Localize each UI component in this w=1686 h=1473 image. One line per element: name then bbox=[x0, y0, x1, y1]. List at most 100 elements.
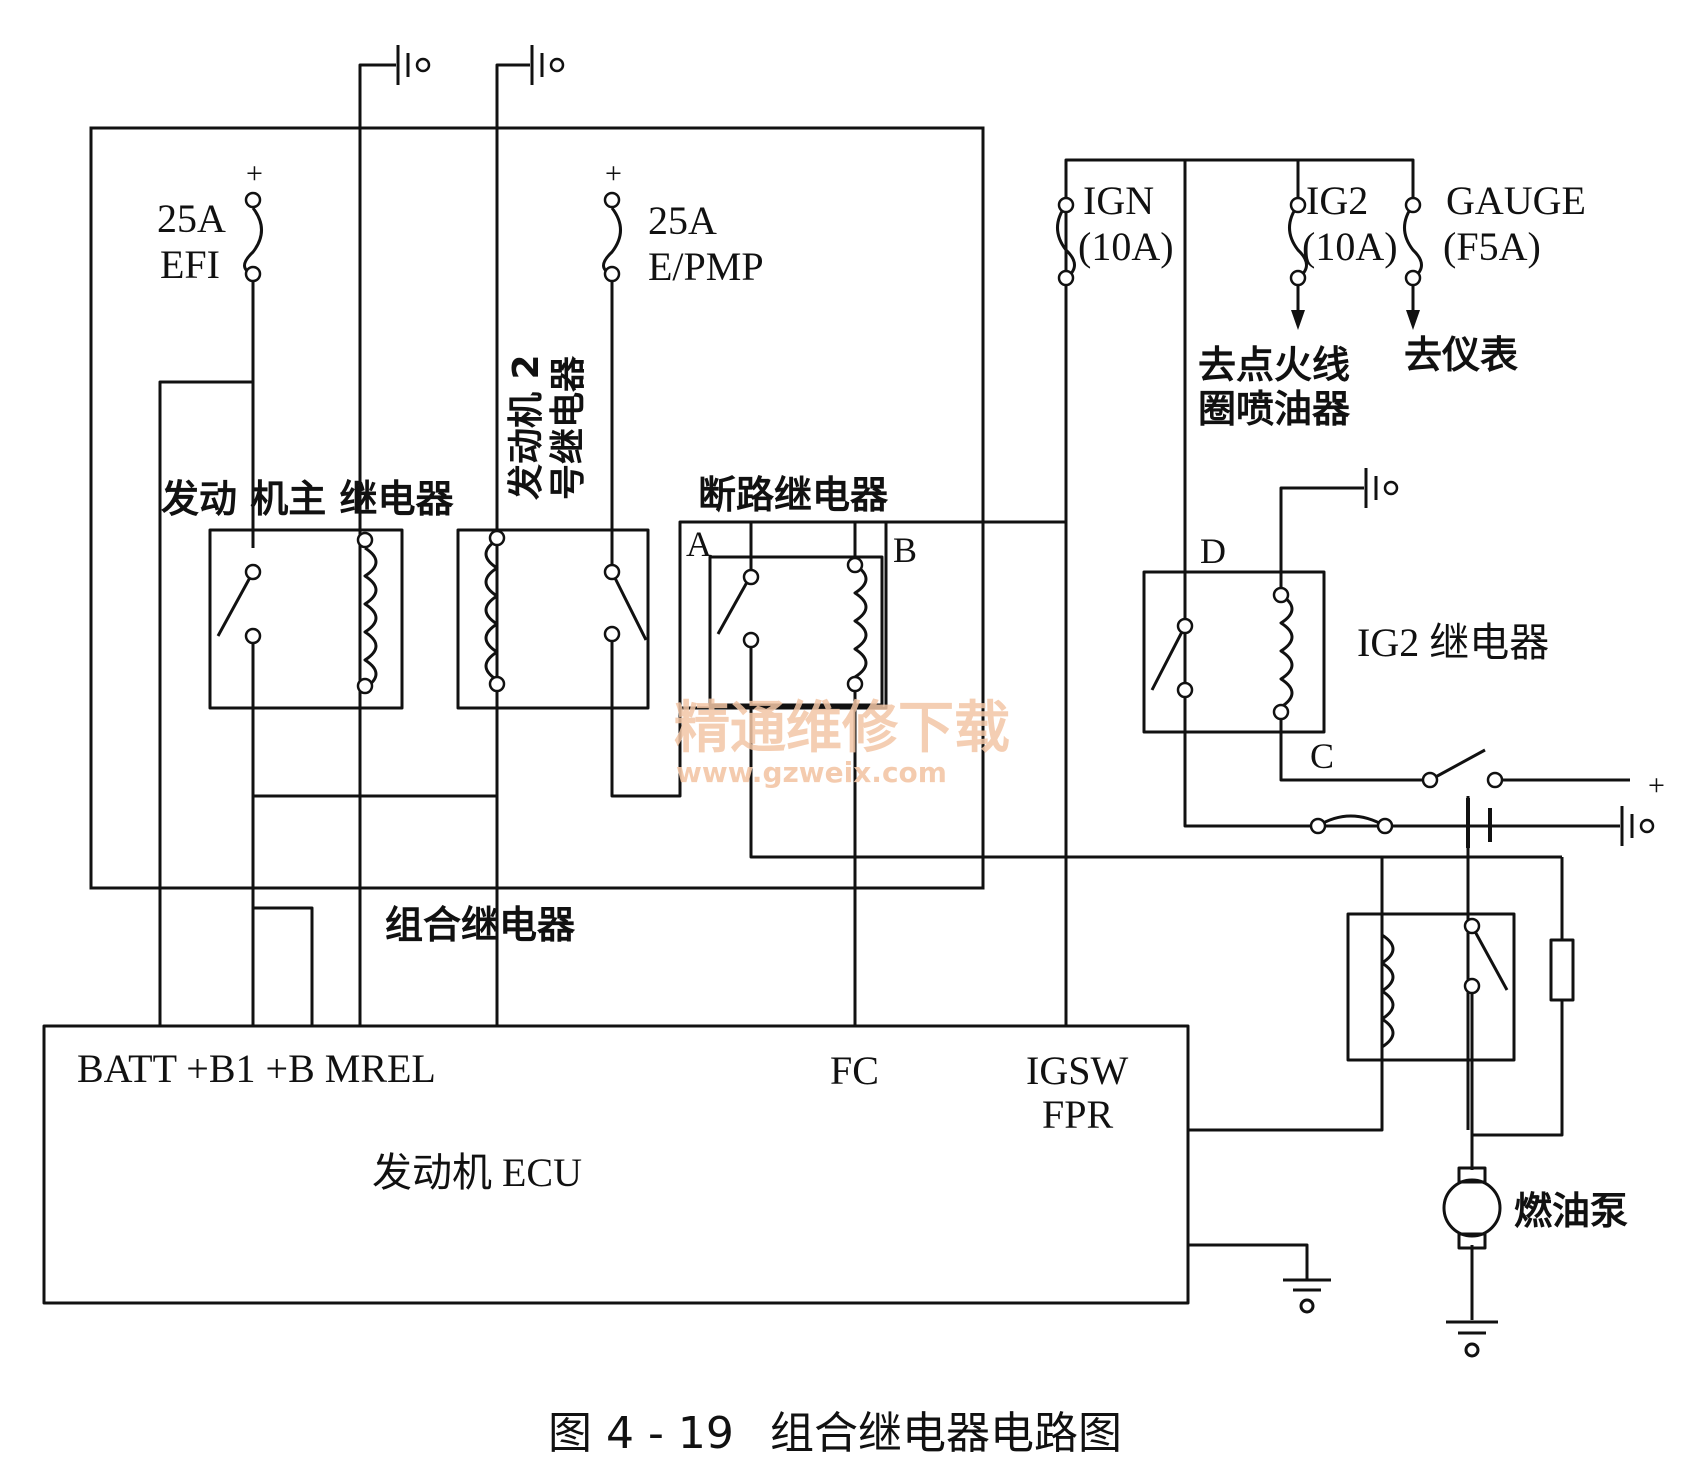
terminal bbox=[1404, 269, 1422, 287]
circuit-opening-coil bbox=[853, 563, 868, 679]
circuit-opening-switch bbox=[716, 574, 753, 635]
fuel-pump-label: 燃油泵 bbox=[1514, 1189, 1628, 1233]
wire-resistor bbox=[1472, 857, 1564, 1137]
terminal bbox=[1272, 703, 1290, 721]
arrow-down-icon bbox=[1406, 310, 1420, 330]
epmp-rating-label: 25A bbox=[648, 198, 717, 243]
wire-circuit-opening-top bbox=[749, 522, 857, 575]
ign-rating-label: (10A) bbox=[1078, 224, 1174, 269]
fuel-pump-motor-bottom bbox=[1457, 1232, 1487, 1250]
resistor bbox=[1549, 938, 1575, 1002]
engine2-relay-switch bbox=[610, 571, 648, 641]
wire-ig2-ground bbox=[1279, 486, 1364, 595]
engine2-relay-coil bbox=[484, 538, 499, 682]
circuit-opening-relay-outer bbox=[678, 520, 888, 710]
terminal bbox=[1057, 269, 1075, 287]
fuel-pump-relay-body bbox=[1346, 912, 1516, 1062]
ecu-title: 发动机 ECU bbox=[372, 1150, 582, 1195]
wire-engine2-coil bbox=[253, 682, 499, 798]
efi-rating-label: 25A bbox=[157, 196, 226, 241]
ground-icon bbox=[1620, 804, 1655, 848]
ground-icon bbox=[396, 43, 431, 87]
terminal bbox=[356, 531, 374, 549]
ignition-switch bbox=[1429, 748, 1486, 782]
watermark-text: 精通维修下载 bbox=[674, 696, 1010, 761]
combination-relay-box bbox=[89, 126, 985, 890]
terminal bbox=[244, 191, 262, 209]
ig2-destination-line2: 圈喷油器 bbox=[1198, 387, 1351, 431]
wire-ground-2 bbox=[495, 63, 530, 1026]
ecu-pin-igsw: IGSW bbox=[1026, 1048, 1128, 1093]
terminal bbox=[1272, 586, 1290, 604]
main-relay-label: 发动 机主 继电器 bbox=[161, 477, 454, 521]
wire-fuel-relay-coil bbox=[1188, 857, 1384, 1132]
ign-fuse bbox=[1056, 204, 1076, 280]
terminal bbox=[742, 631, 760, 649]
arrow-down-icon bbox=[1291, 310, 1305, 330]
terminal bbox=[1376, 817, 1394, 835]
ignition-plus-label: + bbox=[1648, 769, 1665, 802]
terminal bbox=[603, 625, 621, 643]
pump-ground-icon bbox=[1446, 1320, 1498, 1358]
fuel-pump-relay-coil bbox=[1380, 933, 1395, 1049]
ecu-pins-left: BATT +B1 +B MREL bbox=[77, 1046, 436, 1091]
wire-ign-bus bbox=[1064, 158, 1415, 780]
wire-ig2-c bbox=[1279, 712, 1425, 782]
ecu-box bbox=[42, 1024, 1190, 1305]
gauge-rating-label: (F5A) bbox=[1443, 224, 1541, 269]
terminal bbox=[356, 677, 374, 695]
ecu-pin-fpr: FPR bbox=[1042, 1092, 1113, 1137]
terminal bbox=[742, 568, 760, 586]
main-relay-coil bbox=[363, 546, 378, 690]
terminal bbox=[1289, 269, 1307, 287]
epmp-name-label: E/PMP bbox=[648, 244, 764, 289]
terminal-c-label: C bbox=[1310, 736, 1334, 776]
terminal bbox=[488, 529, 506, 547]
epmp-fuse bbox=[602, 207, 622, 276]
terminal bbox=[603, 265, 621, 283]
gauge-destination: 去仪表 bbox=[1404, 333, 1518, 377]
terminal bbox=[846, 675, 864, 693]
wire-batt bbox=[158, 380, 253, 1026]
ig2-fuse bbox=[1288, 204, 1308, 280]
figure-number: 图 4 - 19 bbox=[548, 1408, 734, 1459]
terminal bbox=[1176, 681, 1194, 699]
fuel-pump-motor bbox=[1442, 1178, 1502, 1238]
terminal bbox=[1463, 977, 1481, 995]
ecu-ground-icon bbox=[1283, 1278, 1331, 1314]
ground-icon bbox=[1364, 466, 1399, 510]
ign-name-label: IGN bbox=[1083, 178, 1154, 223]
terminal bbox=[846, 556, 864, 574]
watermark-url: www.gzweix.com bbox=[676, 756, 947, 789]
terminal bbox=[603, 563, 621, 581]
ig2-relay-body bbox=[1142, 570, 1326, 734]
wire-battery bbox=[1466, 796, 1620, 1130]
terminal bbox=[1404, 196, 1422, 214]
wire-ecu-ground bbox=[1188, 1243, 1309, 1280]
wire-engine2-out bbox=[610, 522, 682, 798]
terminal bbox=[1309, 817, 1327, 835]
fuel-pump-motor-top bbox=[1457, 1166, 1487, 1184]
ecu-pin-fc: FC bbox=[830, 1048, 879, 1093]
terminal bbox=[1057, 196, 1075, 214]
terminal bbox=[1176, 617, 1194, 635]
ig2-rating-label: (10A) bbox=[1302, 224, 1398, 269]
terminal bbox=[1421, 771, 1439, 789]
terminal-a-label: A bbox=[686, 524, 712, 564]
combination-relay-label: 组合继电器 bbox=[385, 903, 576, 947]
terminal bbox=[488, 675, 506, 693]
efi-name-label: EFI bbox=[160, 242, 220, 287]
figure-title: 组合继电器电路图 bbox=[770, 1408, 1122, 1459]
terminal-d-label: D bbox=[1200, 531, 1226, 571]
ig2-destination-line1: 去点火线 bbox=[1198, 343, 1350, 387]
gauge-fuse bbox=[1403, 204, 1423, 280]
ig2-relay-switch bbox=[1150, 625, 1542, 828]
efi-plus-label: + bbox=[246, 157, 263, 190]
ig2-relay-label: IG2 继电器 bbox=[1357, 620, 1549, 665]
engine2-relay-label-line1: 发动机 2 bbox=[506, 354, 547, 500]
terminal bbox=[244, 627, 262, 645]
engine2-relay-label-line2: 号继电器 bbox=[548, 355, 589, 500]
terminal bbox=[1289, 196, 1307, 214]
terminal bbox=[603, 191, 621, 209]
